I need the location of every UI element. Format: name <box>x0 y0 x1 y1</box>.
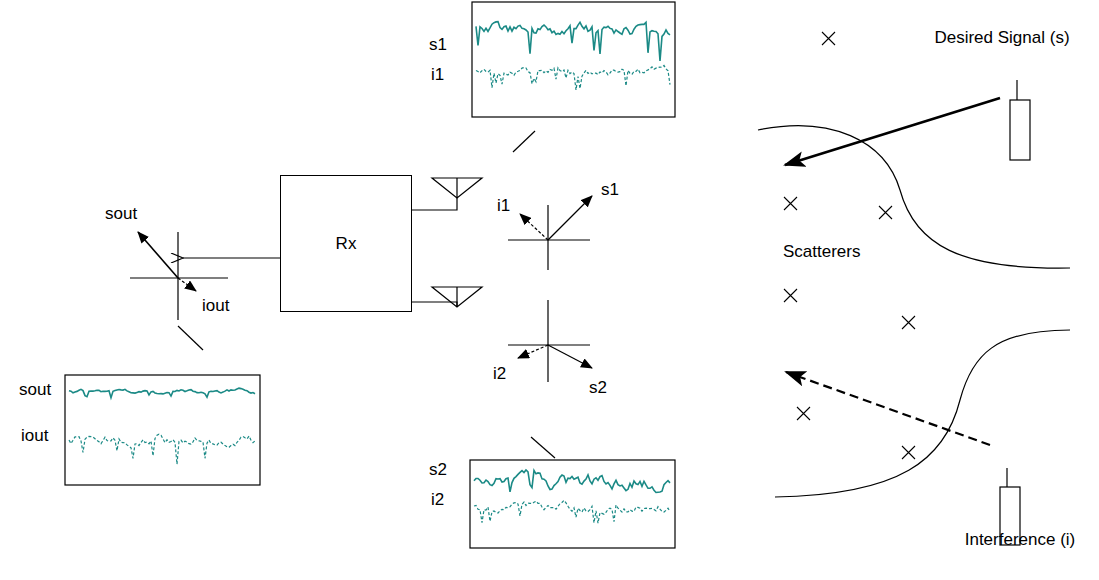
region-boundary <box>775 330 1070 497</box>
phasor-label: iout <box>202 296 229 316</box>
interference-trace <box>474 500 670 523</box>
scatterer-marks <box>784 32 915 459</box>
line-work <box>65 2 1070 548</box>
leader-line <box>513 131 535 152</box>
trace-label: iout <box>21 426 48 446</box>
plot-frame <box>65 375 260 485</box>
antenna-symbol <box>432 287 482 307</box>
phasor-axis <box>547 300 548 382</box>
leader-line <box>531 437 555 458</box>
phasor-label: i1 <box>497 196 510 216</box>
region-label: Scatterers <box>783 242 860 262</box>
trace-label: sout <box>19 380 51 400</box>
trace-label: s1 <box>429 35 447 55</box>
output-arrow <box>183 257 280 258</box>
phasor-label: s1 <box>601 180 619 200</box>
phasor-arrow <box>178 278 196 291</box>
phasor-arrow <box>548 345 592 368</box>
antenna-symbol <box>432 178 482 198</box>
signal-arrow <box>785 98 1000 165</box>
plot-frame <box>472 2 675 117</box>
phone-symbol <box>1010 100 1030 160</box>
interference-trace <box>69 434 255 464</box>
phasor-arrow <box>518 345 548 358</box>
signal-traces <box>69 22 670 523</box>
signal-trace <box>474 470 670 493</box>
phasor-arrow <box>548 196 592 240</box>
phasor-label: i2 <box>493 364 506 384</box>
phasor-axis <box>177 232 178 320</box>
phone-antenna <box>1006 468 1007 487</box>
phasor-arrow <box>138 232 178 278</box>
trace-label: i1 <box>431 65 444 85</box>
phasor-label: sout <box>105 204 137 224</box>
interference-trace <box>476 66 670 91</box>
phasor-label: s2 <box>589 378 607 398</box>
phasor-axis <box>547 205 548 270</box>
plot-frame <box>470 460 675 548</box>
leader-line <box>178 326 203 350</box>
signal-trace <box>69 388 255 398</box>
trace-label: s2 <box>429 460 447 480</box>
source-label: Desired Signal (s) <box>932 28 1072 48</box>
source-label: Interference (i) <box>955 530 1085 550</box>
receiver-box: Rx <box>280 175 412 312</box>
phasor-arrow <box>520 214 548 240</box>
phone-antenna <box>1016 80 1017 100</box>
antenna-wire <box>412 302 457 307</box>
antenna-wire <box>412 198 457 210</box>
region-boundary <box>758 126 1070 268</box>
box-label: Rx <box>336 234 357 254</box>
trace-label: i2 <box>431 490 444 510</box>
interference-arrow <box>786 372 990 445</box>
signal-trace <box>476 22 670 61</box>
